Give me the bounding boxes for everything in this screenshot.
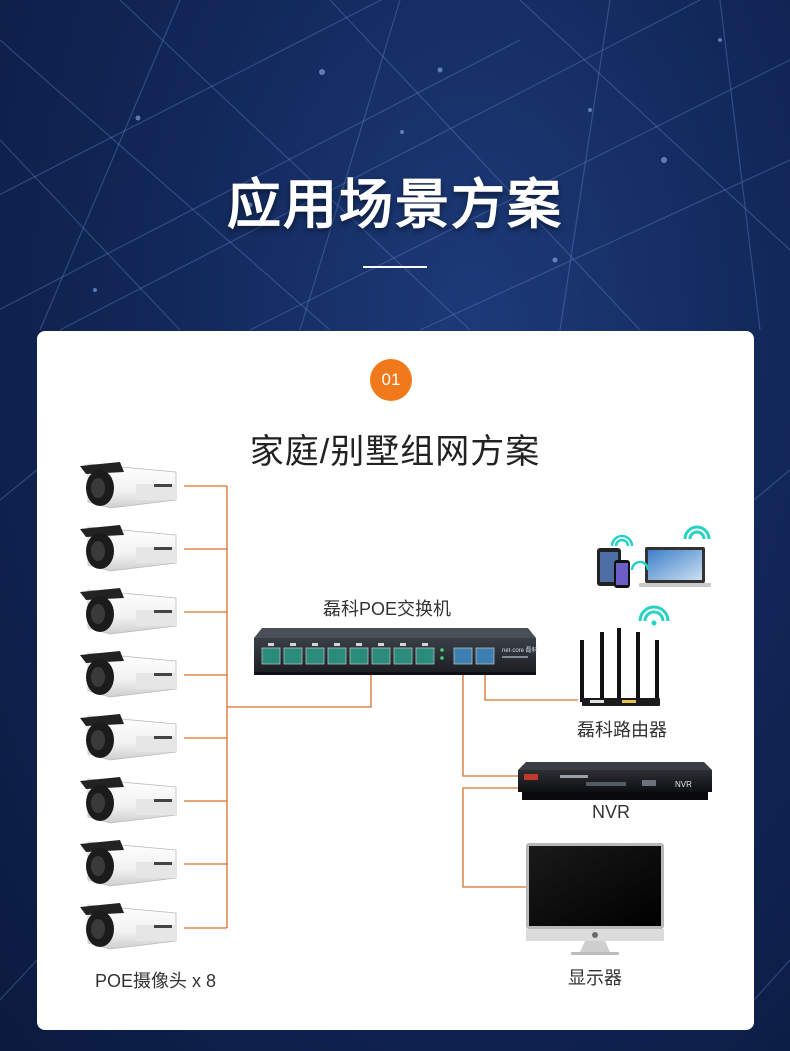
title-divider — [363, 266, 427, 268]
nvr-label: NVR — [592, 802, 631, 822]
connection-lines — [184, 485, 578, 929]
step-badge: 01 — [370, 359, 412, 401]
router-label: 磊科路由器 — [577, 720, 667, 740]
scheme-title: 家庭/别墅组网方案 — [249, 433, 541, 471]
camera-icon — [80, 651, 177, 698]
camera-icon — [80, 462, 177, 509]
camera-icon — [80, 525, 177, 572]
wireless-devices-icon — [597, 525, 711, 588]
nvr-icon: NVR — [518, 762, 712, 800]
camera-icon — [80, 903, 177, 950]
nvr-brand-text: NVR — [675, 780, 692, 789]
router-icon — [580, 605, 670, 706]
camera-icon — [80, 840, 177, 887]
monitor-label: 显示器 — [568, 968, 622, 988]
poe-camera-group — [80, 462, 177, 950]
camera-icon — [80, 714, 177, 761]
page-title: 应用场景方案 — [227, 175, 563, 235]
cameras-label: POE摄像头 x 8 — [95, 971, 217, 991]
switch-brand-text: net·core 磊科 — [502, 646, 538, 654]
switch-label: 磊科POE交换机 — [323, 599, 452, 619]
camera-icon — [80, 588, 177, 635]
poe-switch-icon: net·core 磊科 — [254, 628, 538, 675]
camera-icon — [80, 777, 177, 824]
monitor-icon — [526, 843, 664, 955]
